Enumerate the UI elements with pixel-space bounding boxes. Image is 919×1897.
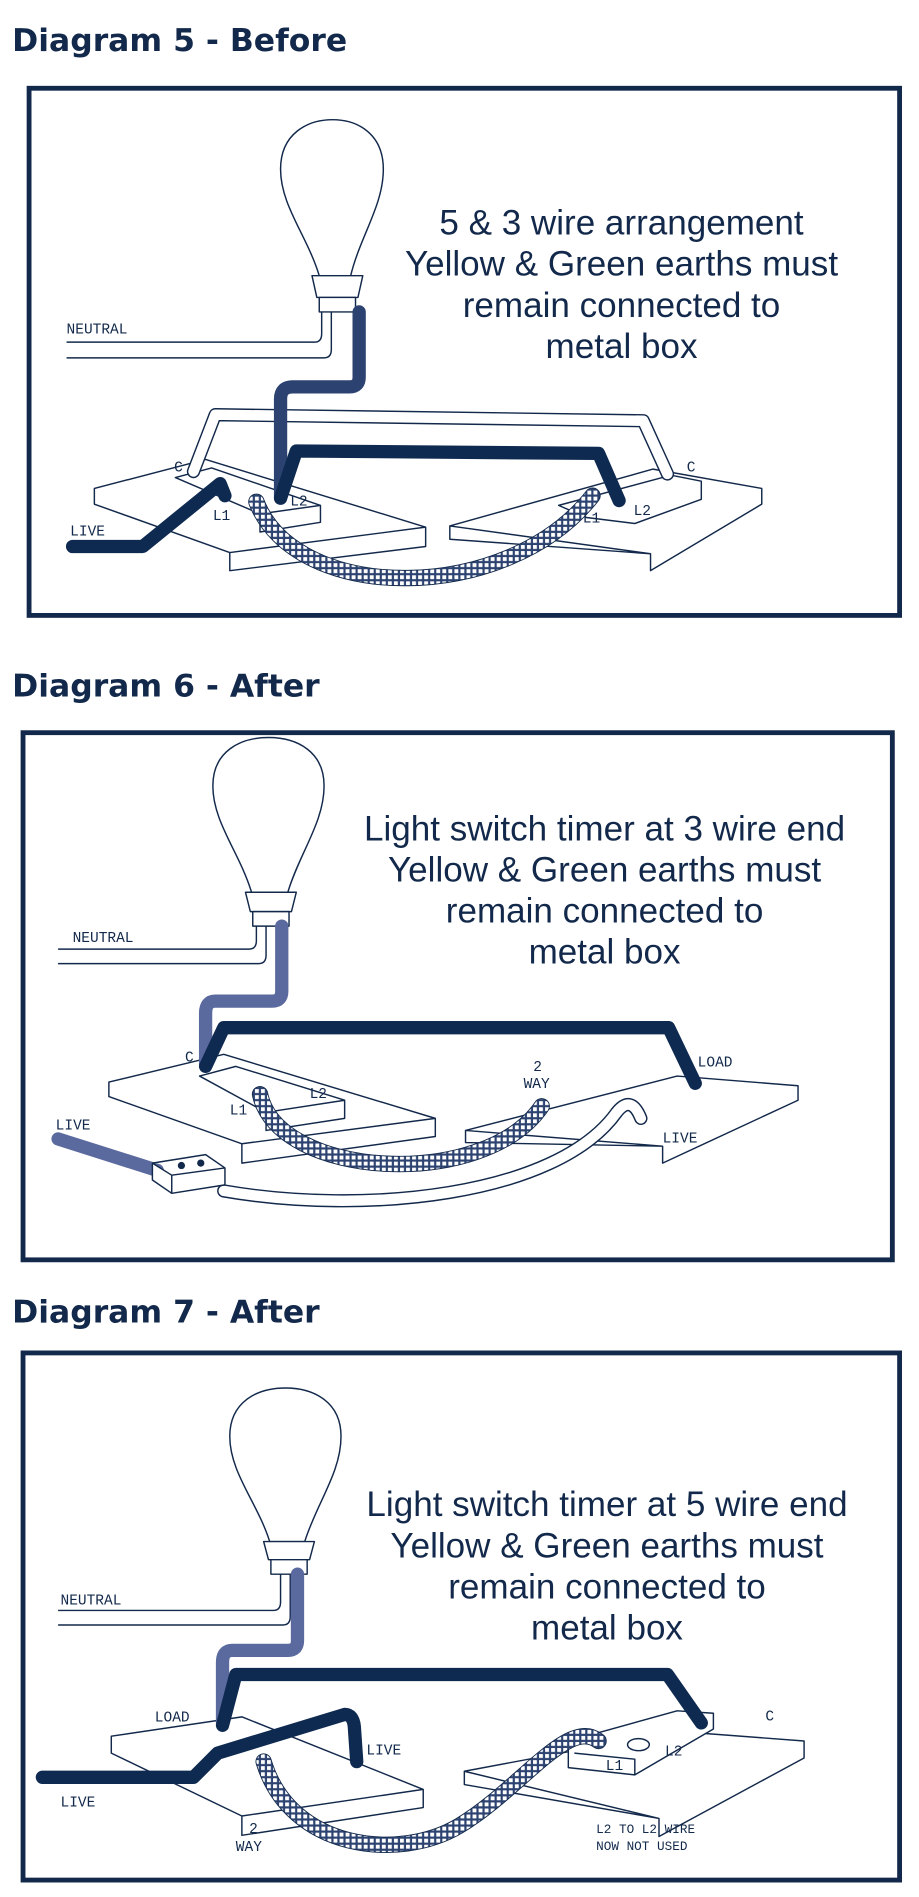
light-bulb-icon [212,736,325,927]
caption-line: Yellow & Green earths must [388,850,821,889]
light-bulb-icon [279,118,385,313]
neutral-label: NEUTRAL [73,931,134,947]
caption-line: remain connected to [446,892,764,931]
terminal-screw [626,1737,651,1752]
terminal-label: C [687,461,696,477]
caption-line: metal box [531,1608,683,1647]
live-wire [51,1132,164,1178]
diagram-7-caption: Light switch timer at 5 wire end Yellow … [366,1485,847,1647]
caption-line: metal box [546,327,698,366]
terminal-label: LIVE [366,1743,401,1759]
diagram-6-title: Diagram 6 - After [12,668,320,704]
switched-live-wire [215,1567,305,1730]
caption-line: Yellow & Green earths must [390,1526,823,1565]
terminal-label: 2 [533,1060,542,1076]
terminal-label: L2 [310,1087,327,1103]
note-label: L2 TO L2 WIRE [596,1822,695,1837]
switched-live-wire [198,919,289,1071]
caption-line: Yellow & Green earths must [405,245,838,284]
load-wire [198,1021,702,1090]
terminal-label: L2 [290,494,307,510]
terminal-label: L1 [606,1759,623,1775]
diagram-7-title: Diagram 7 - After [12,1295,320,1331]
load-wire [215,1667,708,1732]
terminal-label: C [185,1051,194,1067]
timer-block [567,1710,715,1776]
neutral-wire [58,926,267,965]
neutral-wire [66,311,323,343]
earth-sleeved-wire [256,1729,606,1853]
live-label: LIVE [70,525,105,541]
terminal-label: LIVE [663,1132,698,1148]
diagram-5-caption: 5 & 3 wire arrangement Yellow & Green ea… [405,204,838,366]
live-label: LIVE [56,1118,91,1134]
note-label: NOW NOT USED [596,1839,687,1854]
common-wire [273,444,626,508]
caption-line: remain connected to [463,286,781,325]
terminal-label: WAY [524,1077,550,1093]
neutral-wire [58,1574,282,1612]
terminal-label: L1 [230,1104,247,1120]
live-label: LIVE [61,1795,96,1811]
caption-line: metal box [529,933,681,972]
caption-line: Light switch timer at 5 wire end [366,1485,847,1524]
neutral-label: NEUTRAL [67,323,128,339]
diagram-6: Diagram 6 - After Light switch timer at … [12,668,895,1263]
neutral-wire [58,926,258,950]
terminal-label: C [765,1709,774,1725]
diagram-5-title: Diagram 5 - Before [12,23,347,59]
diagram-7: Diagram 7 - After Light switch timer at … [12,1295,903,1883]
neutral-label: NEUTRAL [61,1593,122,1609]
diagram-7-frame [20,1350,903,1883]
earth-sleeved-wire [252,1086,549,1172]
neutral-wire [66,311,333,359]
terminal-label: WAY [236,1840,262,1856]
terminal-label: LOAD [155,1711,190,1727]
terminal-label: L1 [583,511,600,527]
caption-line: Light switch timer at 3 wire end [364,809,845,848]
earth-sleeved-wire [249,488,600,586]
terminal-label: 2 [249,1822,258,1838]
caption-line: remain connected to [448,1567,766,1606]
terminal-label: L2 [634,504,651,520]
terminal-label: C [174,461,183,477]
switched-live-wire [273,305,366,505]
neutral-wire [58,1574,291,1626]
terminal-label: L1 [213,509,230,525]
terminal-label: L2 [665,1745,682,1761]
diagram-5: Diagram 5 - Before 5 & 3 wire arrangemen… [12,23,903,618]
live-wire [65,476,232,554]
caption-line: 5 & 3 wire arrangement [439,204,804,243]
diagram-6-caption: Light switch timer at 3 wire end Yellow … [364,809,845,971]
terminal-label: LOAD [698,1055,733,1071]
live-wire [35,1707,364,1784]
connector-block [151,1153,226,1195]
light-bulb-icon [229,1387,342,1575]
